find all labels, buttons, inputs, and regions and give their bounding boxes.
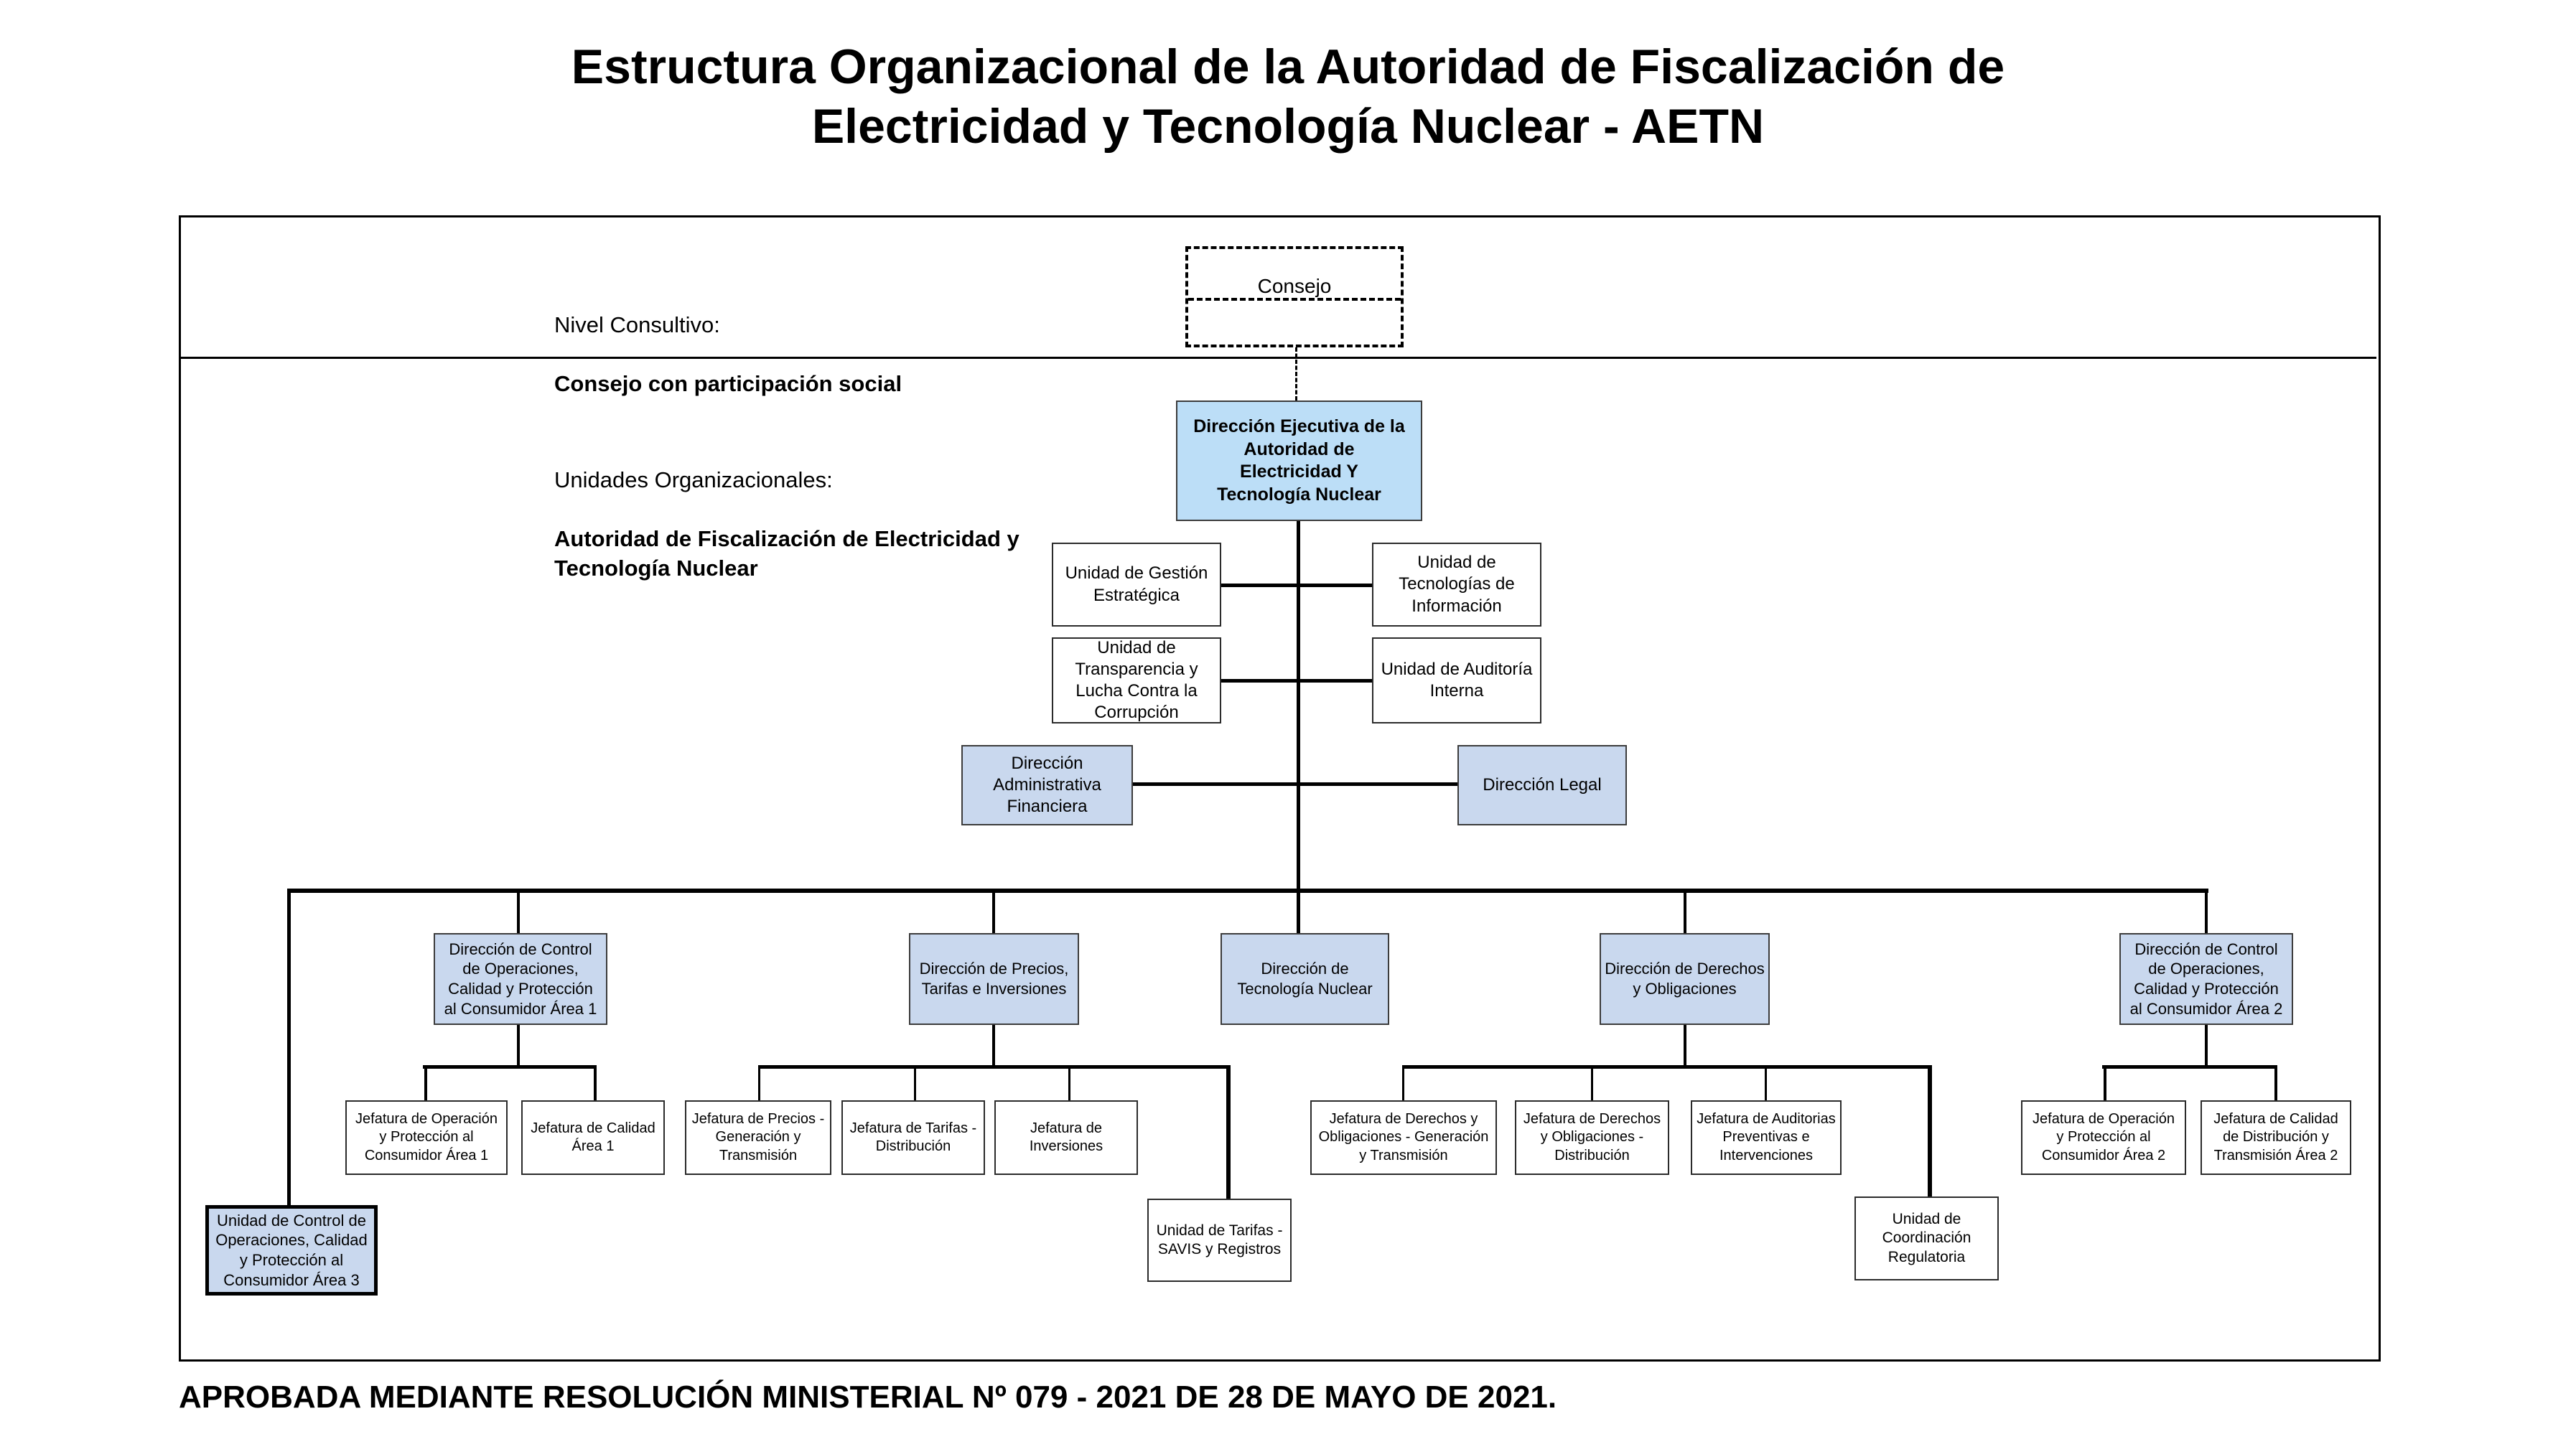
connector-d5-drop [2205, 890, 2208, 935]
org-box-jefatura-operacion-proteccion-area1: Jefatura de Operación y Protección al Co… [345, 1100, 508, 1175]
organizational-units-label: Unidades Organizacionales: Autoridad de … [554, 436, 1019, 612]
org-box-label: Dirección de Control de Operaciones, Cal… [444, 940, 597, 1018]
unidades-organizacionales-label: Unidades Organizacionales: [554, 467, 833, 492]
connector-d5-child1-drop [2104, 1065, 2106, 1100]
connector-row1-bar [1221, 584, 1372, 587]
org-box-unidad-tarifas-savis: Unidad de Tarifas - SAVIS y Registros [1147, 1199, 1292, 1282]
connector-d1-stem [517, 1025, 520, 1068]
connector-d2-bar [758, 1065, 1230, 1069]
org-box-label: Unidad de Transparencia y Lucha Contra l… [1075, 637, 1198, 723]
connector-d4-bar [1402, 1065, 1931, 1069]
org-box-direccion-ejecutiva: Dirección Ejecutiva de la Autoridad de E… [1176, 401, 1422, 521]
org-box-label: Dirección Ejecutiva de la Autoridad de E… [1193, 416, 1405, 505]
org-box-jefatura-inversiones: Jefatura de Inversiones [994, 1100, 1138, 1175]
org-box-label: Consejo [1257, 275, 1332, 297]
connector-d2-child2-drop [914, 1065, 916, 1100]
org-box-direccion-derechos-obligaciones: Dirección de Derechos y Obligaciones [1600, 933, 1770, 1025]
org-box-direccion-precios-tarifas: Dirección de Precios, Tarifas e Inversio… [909, 933, 1079, 1025]
org-box-label: Jefatura de Derechos y Obligaciones - Ge… [1318, 1111, 1489, 1163]
org-box-direccion-control-area1: Dirección de Control de Operaciones, Cal… [434, 933, 607, 1025]
nivel-consultivo-label: Nivel Consultivo: [554, 312, 720, 337]
connector-d4-child1-drop [1402, 1065, 1404, 1100]
connector-d4-stem [1684, 1025, 1686, 1068]
connector-d5-bar [2102, 1065, 2277, 1069]
connector-d1-bar [423, 1065, 597, 1069]
connector-row2-bar [1221, 679, 1372, 683]
connector-d2-stem [992, 1025, 995, 1068]
connector-d4-child2-drop [1591, 1065, 1593, 1100]
org-box-unidad-transparencia: Unidad de Transparencia y Lucha Contra l… [1052, 637, 1221, 723]
org-box-label: Dirección de Derechos y Obligaciones [1605, 960, 1765, 998]
org-box-direccion-legal: Dirección Legal [1457, 745, 1627, 825]
org-box-label: Unidad de Tarifas - SAVIS y Registros [1156, 1222, 1283, 1257]
org-box-label: Jefatura de Calidad de Distribución y Tr… [2213, 1111, 2338, 1163]
connector-d5-child2-drop [2274, 1065, 2277, 1100]
connector-d5-stem [2205, 1025, 2208, 1068]
org-box-label: Unidad de Coordinación Regulatoria [1882, 1210, 1971, 1265]
org-box-jefatura-derechos-distribucion: Jefatura de Derechos y Obligaciones - Di… [1515, 1100, 1669, 1175]
org-box-label: Dirección de Precios, Tarifas e Inversio… [919, 960, 1069, 998]
org-box-label: Jefatura de Inversiones [1029, 1120, 1103, 1154]
org-box-unidad-tecnologias-informacion: Unidad de Tecnologías de Información [1372, 543, 1541, 627]
org-box-unidad-gestion-estrategica: Unidad de Gestión Estratégica [1052, 543, 1221, 627]
org-box-direccion-tecnologia-nuclear: Dirección de Tecnología Nuclear [1221, 933, 1389, 1025]
org-box-label: Unidad de Auditoría Interna [1381, 659, 1533, 701]
consejo-inner-divider [1188, 298, 1401, 301]
page-title: Estructura Organizacional de la Autorida… [571, 39, 2005, 154]
connector-d2-child3-drop [1068, 1065, 1070, 1100]
consultative-level-label: Nivel Consultivo: Consejo con participac… [554, 281, 902, 428]
org-box-jefatura-calidad-distribucion-area2: Jefatura de Calidad de Distribución y Tr… [2201, 1100, 2351, 1175]
connector-area3-drop [287, 889, 291, 1205]
org-box-unidad-control-area3: Unidad de Control de Operaciones, Calida… [205, 1205, 378, 1296]
org-box-unidad-auditoria-interna: Unidad de Auditoría Interna [1372, 637, 1541, 723]
connector-d3-drop [1297, 890, 1300, 935]
org-box-label: Jefatura de Operación y Protección al Co… [355, 1111, 498, 1163]
org-box-jefatura-precios-generacion: Jefatura de Precios - Generación y Trans… [685, 1100, 831, 1175]
consultative-section-divider [179, 357, 2376, 359]
connector-daf-legal-bar [1133, 782, 1457, 786]
org-box-jefatura-derechos-generacion: Jefatura de Derechos y Obligaciones - Ge… [1310, 1100, 1497, 1175]
org-box-jefatura-auditorias-preventivas: Jefatura de Auditorias Preventivas e Int… [1691, 1100, 1842, 1175]
connector-d1-child1-drop [424, 1065, 427, 1100]
org-box-label: Unidad de Gestión Estratégica [1065, 563, 1208, 605]
org-box-label: Dirección Legal [1483, 774, 1602, 795]
org-box-jefatura-calidad-area1: Jefatura de Calidad Área 1 [521, 1100, 665, 1175]
org-box-consejo: Consejo [1185, 246, 1404, 347]
connector-d4-drop [1684, 890, 1686, 935]
org-box-label: Jefatura de Auditorias Preventivas e Int… [1697, 1111, 1836, 1163]
chart-frame [179, 215, 2381, 1362]
org-box-label: Jefatura de Tarifas - Distribución [849, 1120, 977, 1154]
org-box-label: Unidad de Tecnologías de Información [1399, 553, 1515, 616]
org-box-unidad-coordinacion-regulatoria: Unidad de Coordinación Regulatoria [1854, 1196, 1999, 1280]
nivel-consultivo-value: Consejo con participación social [554, 370, 902, 396]
org-box-jefatura-tarifas-distribucion: Jefatura de Tarifas - Distribución [841, 1100, 985, 1175]
org-box-label: Dirección de Control de Operaciones, Cal… [2129, 940, 2283, 1018]
org-box-label: Jefatura de Precios - Generación y Trans… [691, 1111, 825, 1163]
org-box-label: Unidad de Control de Operaciones, Calida… [215, 1211, 368, 1289]
org-box-direccion-administrativa-financiera: Dirección Administrativa Financiera [961, 745, 1133, 825]
connector-ucr-drop [1928, 1065, 1932, 1196]
org-box-label: Jefatura de Derechos y Obligaciones - Di… [1523, 1111, 1661, 1163]
unidades-organizacionales-value: Autoridad de Fiscalización de Electricid… [554, 525, 1019, 581]
connector-savis-drop [1226, 1065, 1231, 1199]
connector-fiveway-bar [289, 889, 2208, 893]
connector-d4-child3-drop [1765, 1065, 1767, 1100]
connector-d1-child2-drop [594, 1065, 597, 1100]
org-box-label: Jefatura de Operación y Protección al Co… [2033, 1111, 2175, 1163]
connector-trunk [1297, 521, 1300, 890]
org-box-label: Dirección Administrativa Financiera [993, 753, 1101, 817]
org-box-direccion-control-area2: Dirección de Control de Operaciones, Cal… [2119, 933, 2293, 1025]
approval-caption: APROBADA MEDIANTE RESOLUCIÓN MINISTERIAL… [179, 1380, 1557, 1415]
connector-d1-drop [517, 890, 520, 935]
connector-d2-child1-drop [758, 1065, 760, 1100]
org-box-label: Jefatura de Calidad Área 1 [531, 1120, 655, 1154]
connector-d2-drop [992, 890, 995, 935]
connector-consejo-stub [1295, 347, 1297, 401]
org-box-jefatura-operacion-proteccion-area2: Jefatura de Operación y Protección al Co… [2021, 1100, 2186, 1175]
org-box-label: Dirección de Tecnología Nuclear [1237, 960, 1373, 998]
